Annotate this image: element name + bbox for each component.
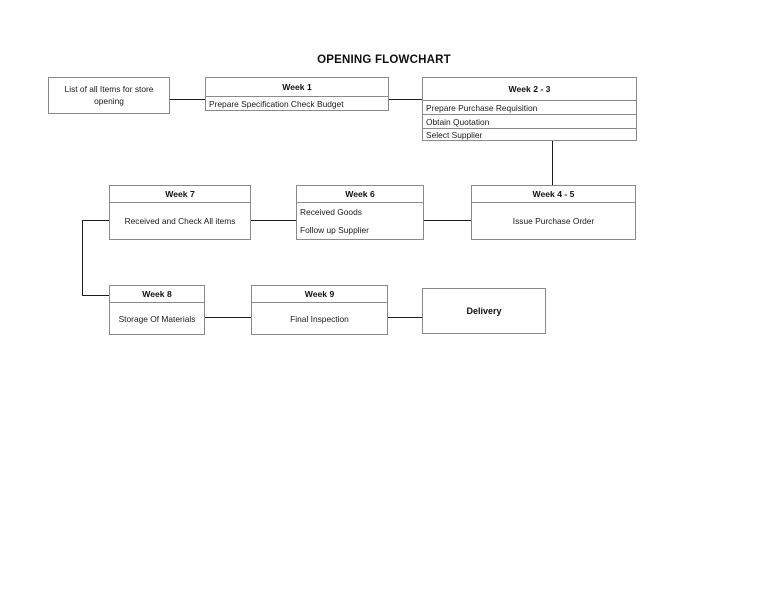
- node-week-9-header: Week 9: [252, 286, 387, 303]
- node-week-7-header: Week 7: [110, 186, 250, 203]
- node-week-4-5-header: Week 4 - 5: [472, 186, 635, 203]
- node-week-6-row-1: Received Goods: [300, 207, 362, 217]
- node-week-2-3-row-2: Obtain Quotation: [423, 115, 636, 129]
- node-week-1-row-1: Prepare Specification Check Budget: [209, 98, 344, 109]
- connector-week9-to-delivery: [388, 317, 423, 318]
- node-delivery-text: Delivery: [466, 306, 502, 316]
- node-week-7-row-1: Received and Check All items: [124, 216, 236, 226]
- node-start[interactable]: List of all Items for store opening: [48, 77, 170, 114]
- node-week-1[interactable]: Week 1 Prepare Specification Check Budge…: [205, 77, 389, 111]
- node-week-6-row-2: Follow up Supplier: [300, 225, 369, 235]
- node-week-8[interactable]: Week 8 Storage Of Materials: [109, 285, 205, 335]
- node-week-9[interactable]: Week 9 Final Inspection: [251, 285, 388, 335]
- node-week-2-3[interactable]: Week 2 - 3 Prepare Purchase Requisition …: [422, 77, 637, 141]
- node-week-1-header: Week 1: [206, 78, 388, 97]
- node-week-6-rows: Received Goods Follow up Supplier: [297, 203, 423, 239]
- connector-week7-to-week8-vertical: [82, 220, 83, 295]
- connector-week8-enter-left: [82, 295, 110, 296]
- connector-week7-exit-left: [82, 220, 109, 221]
- connector-week1-to-week23: [388, 99, 423, 100]
- node-week-2-3-row-1: Prepare Purchase Requisition: [423, 101, 636, 115]
- node-week-8-header: Week 8: [110, 286, 204, 303]
- node-week-6[interactable]: Week 6 Received Goods Follow up Supplier: [296, 185, 424, 240]
- node-delivery[interactable]: Delivery: [422, 288, 546, 334]
- connector-week6-to-week7: [251, 220, 297, 221]
- node-start-text: List of all Items for store opening: [64, 84, 154, 106]
- page-title: OPENING FLOWCHART: [317, 54, 451, 66]
- node-week-8-row-1: Storage Of Materials: [118, 313, 196, 324]
- connector-week45-to-week6: [424, 220, 471, 221]
- connector-week23-to-week45: [552, 141, 553, 185]
- node-week-2-3-header: Week 2 - 3: [423, 78, 636, 101]
- node-week-6-header: Week 6: [297, 186, 423, 203]
- node-week-7[interactable]: Week 7 Received and Check All items: [109, 185, 251, 240]
- node-week-9-row-1: Final Inspection: [290, 313, 349, 324]
- connector-week8-to-week9: [204, 317, 252, 318]
- node-week-4-5[interactable]: Week 4 - 5 Issue Purchase Order: [471, 185, 636, 240]
- node-week-4-5-row-1: Issue Purchase Order: [512, 216, 595, 226]
- connector-start-to-week1: [170, 99, 206, 100]
- node-week-2-3-rows: Prepare Purchase Requisition Obtain Quot…: [423, 101, 636, 140]
- node-week-2-3-row-3: Select Supplier: [426, 129, 483, 140]
